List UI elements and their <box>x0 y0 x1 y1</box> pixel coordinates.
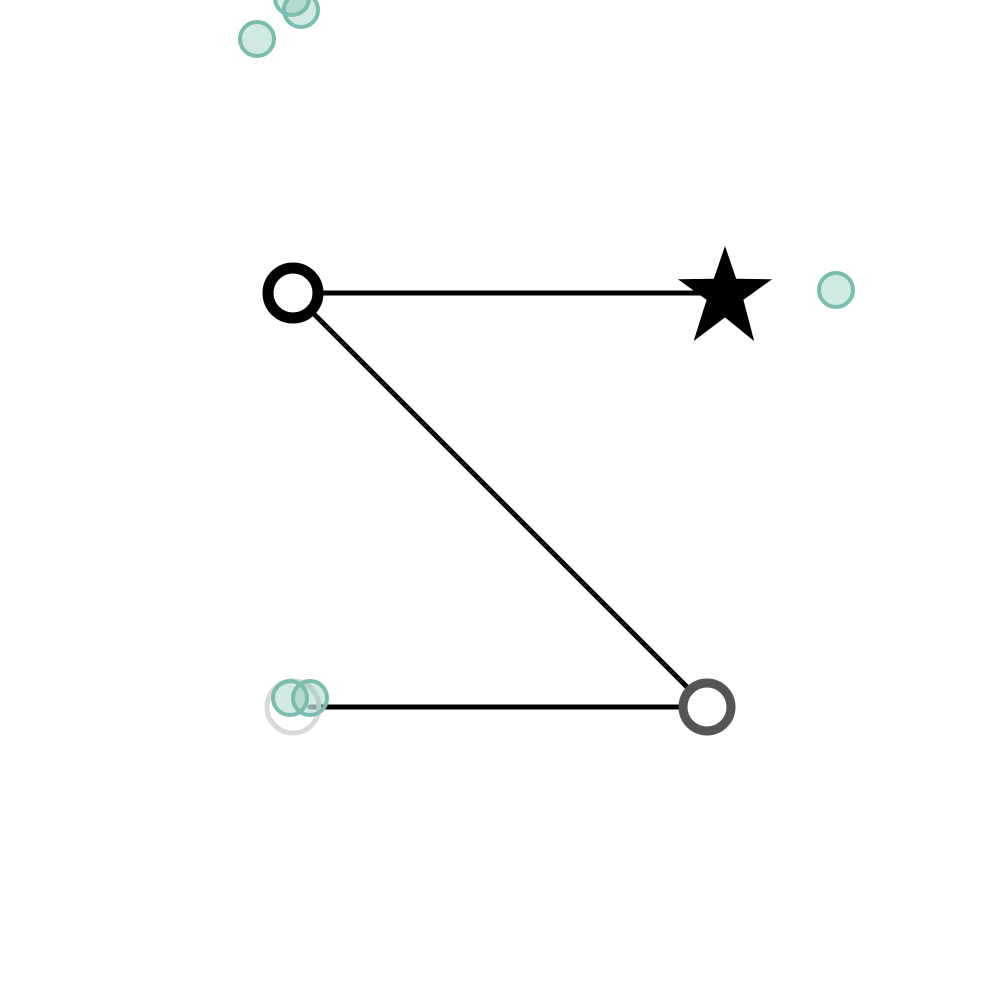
path-segment-diagonal <box>290 290 710 710</box>
visited-node-ring[interactable] <box>678 678 736 736</box>
active-node-ring[interactable] <box>262 262 324 324</box>
collectible-circle[interactable] <box>817 271 855 309</box>
collectible-circle[interactable] <box>271 679 309 717</box>
goal-star-icon[interactable] <box>677 246 773 342</box>
collectible-circle[interactable] <box>291 679 329 717</box>
collectible-circle[interactable] <box>273 0 311 17</box>
collectible-circle[interactable] <box>238 20 276 58</box>
